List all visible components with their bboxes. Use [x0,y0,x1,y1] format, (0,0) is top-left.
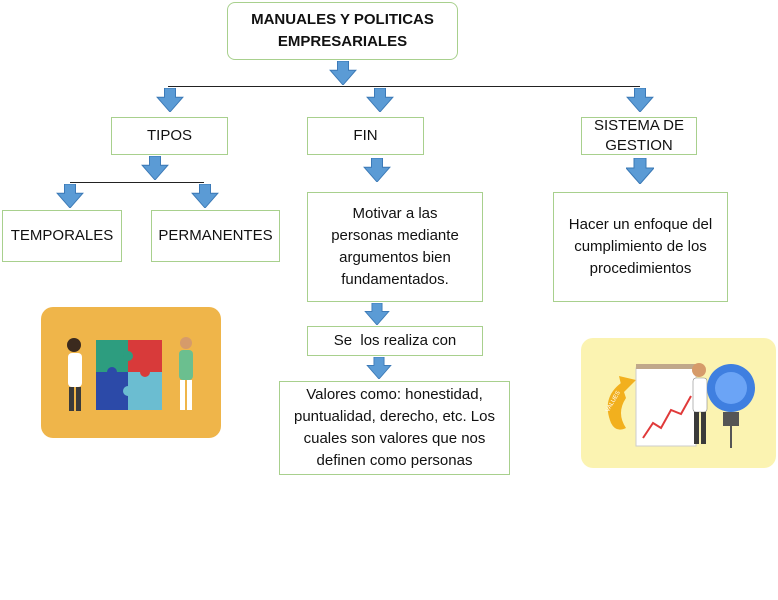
down-arrow-icon [366,357,392,379]
down-arrow-icon [363,158,391,182]
branch-sistema: SISTEMA DE GESTION [581,117,697,155]
permanentes-label: PERMANENTES [158,227,273,244]
branch-tipos: TIPOS [111,117,228,155]
tipos-connector-line [70,182,204,183]
branch-sistema-label: SISTEMA DE GESTION [593,117,685,154]
down-arrow-icon [626,88,654,112]
fin-motivar: Motivar a las personas mediante argument… [307,192,483,302]
down-arrow-icon [363,303,391,325]
enfoque-text: Hacer un enfoque del cumplimiento de los… [568,216,713,277]
sistema-enfoque: Hacer un enfoque del cumplimiento de los… [553,192,728,302]
connector-line [168,86,640,87]
se-realiza-text: Se los realiza con [333,332,457,349]
down-arrow-icon [191,184,219,208]
fin-valores: Valores como: honestidad, puntualidad, d… [279,381,510,475]
down-arrow-icon [141,156,169,180]
title-box: MANUALES Y POLITICAS EMPRESARIALES [227,2,458,60]
down-arrow-icon [626,158,654,184]
tipos-permanentes: PERMANENTES [151,210,280,262]
fin-se-realiza: Se los realiza con [307,326,483,356]
puzzle-illustration [41,307,221,438]
branch-tipos-label: TIPOS [146,127,192,144]
down-arrow-icon [366,88,394,112]
branch-fin-label: FIN [353,127,378,144]
business-illustration: VALUES [581,338,776,468]
tipos-temporales: TEMPORALES [2,210,122,262]
motivar-text: Motivar a las personas mediante argument… [331,205,459,288]
down-arrow-icon [156,88,184,112]
down-arrow-icon [56,184,84,208]
temporales-label: TEMPORALES [10,227,114,244]
puzzle-team-icon [67,337,193,411]
title-text: MANUALES Y POLITICAS EMPRESARIALES [251,11,434,50]
down-arrow-icon [329,61,357,85]
lightbulb-growth-icon: VALUES [605,363,755,448]
branch-fin: FIN [307,117,424,155]
valores-text: Valores como: honestidad, puntualidad, d… [294,386,495,469]
